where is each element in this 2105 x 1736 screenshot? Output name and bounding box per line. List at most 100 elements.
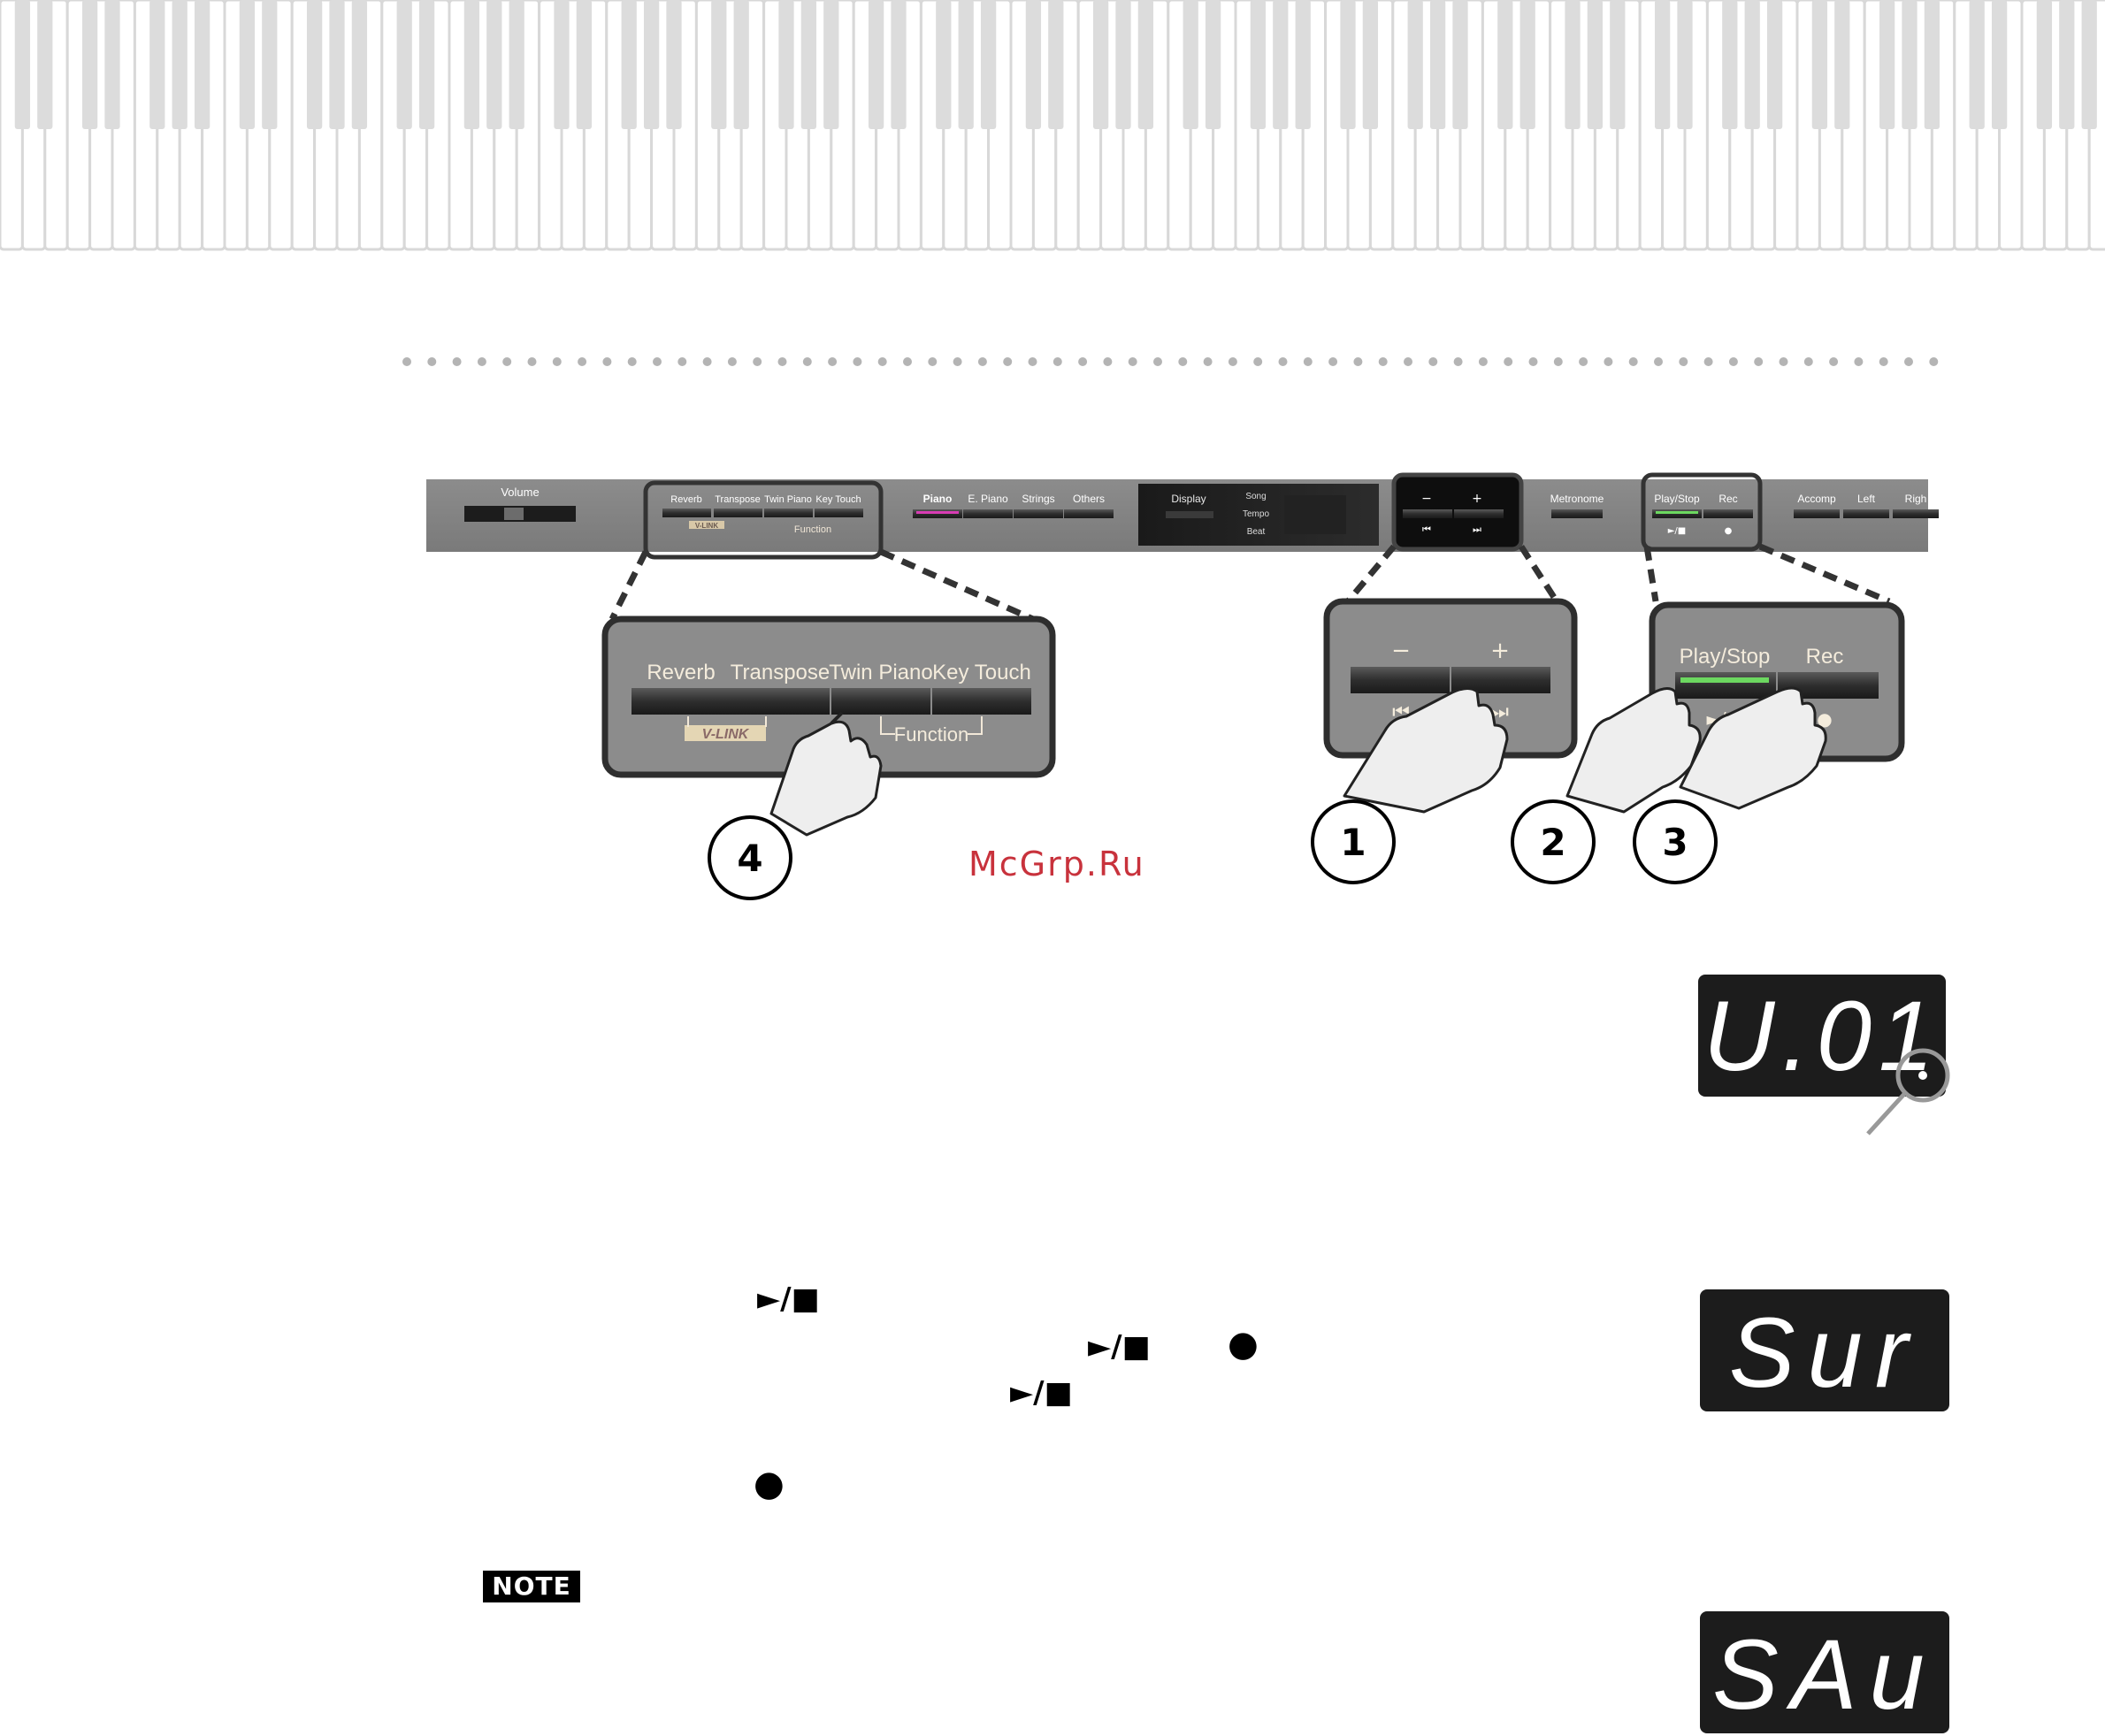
zoom-box-right: Play/Stop Rec ►/■ ● bbox=[1649, 601, 1905, 762]
black-key bbox=[1654, 0, 1671, 129]
black-key bbox=[1879, 0, 1895, 129]
panel-rec-button[interactable] bbox=[1703, 509, 1753, 518]
black-key bbox=[463, 0, 480, 129]
black-key bbox=[554, 0, 570, 129]
play-stop-symbol: ►/■ bbox=[1088, 1329, 1151, 1365]
tone-button[interactable] bbox=[963, 509, 1013, 518]
panel-button[interactable] bbox=[1893, 509, 1939, 518]
black-key bbox=[1497, 0, 1513, 129]
panel-function-label: Function bbox=[794, 524, 831, 535]
zoom-button-label: Transpose bbox=[731, 661, 831, 684]
tone-label: Strings bbox=[1022, 493, 1054, 505]
panel-play-stop-icon: ►/■ bbox=[1668, 526, 1687, 536]
piano-keyboard-header bbox=[0, 0, 2105, 251]
panel-label: Key Touch bbox=[815, 494, 861, 505]
panel-button[interactable] bbox=[815, 509, 863, 517]
black-key bbox=[149, 0, 165, 129]
panel-button[interactable] bbox=[1843, 509, 1889, 518]
step-number-2: 2 bbox=[1540, 821, 1565, 864]
note-badge: NOTE bbox=[483, 1571, 580, 1602]
panel-minus-button[interactable] bbox=[1403, 509, 1452, 518]
zoom-box-mid: − + ⏮ ⏭ bbox=[1323, 598, 1578, 759]
black-key bbox=[1092, 0, 1109, 129]
black-key bbox=[1273, 0, 1289, 129]
black-key bbox=[1115, 0, 1131, 129]
pointing-hands bbox=[769, 686, 1827, 837]
black-key bbox=[1250, 0, 1267, 129]
black-key bbox=[1677, 0, 1693, 129]
black-key bbox=[958, 0, 974, 129]
rec-symbol: ● bbox=[754, 1464, 785, 1504]
black-key bbox=[1834, 0, 1850, 129]
volume-label: Volume bbox=[501, 486, 539, 499]
panel-label: Transpose bbox=[715, 494, 761, 505]
panel-button[interactable] bbox=[1794, 509, 1840, 518]
panel-minus-label: − bbox=[1421, 492, 1432, 506]
zoom-minus-button[interactable] bbox=[1351, 667, 1450, 693]
tone-label: Others bbox=[1073, 493, 1105, 505]
tone-button[interactable] bbox=[1064, 509, 1114, 518]
black-key bbox=[172, 0, 188, 129]
black-key bbox=[2036, 0, 2053, 129]
led-display-2-text: Sur bbox=[1729, 1297, 1920, 1408]
panel-plus-button[interactable] bbox=[1454, 509, 1504, 518]
black-key bbox=[104, 0, 120, 129]
black-key bbox=[868, 0, 884, 129]
indicator-song: Song bbox=[1245, 492, 1266, 501]
zoom-button[interactable] bbox=[632, 688, 731, 715]
black-key bbox=[891, 0, 907, 129]
zoom-button[interactable] bbox=[932, 688, 1031, 715]
led-display-2: Sur bbox=[1700, 1289, 1949, 1411]
zoom-plus-label: + bbox=[1490, 638, 1510, 664]
panel-button[interactable] bbox=[662, 509, 711, 517]
zoom-button[interactable] bbox=[731, 688, 830, 715]
black-key bbox=[1565, 0, 1581, 129]
panel-display-label: Display bbox=[1171, 493, 1206, 505]
zoom-button-label: Reverb bbox=[647, 661, 715, 684]
zoom-connectors bbox=[609, 543, 1891, 623]
zoom-button-label: Key Touch bbox=[932, 661, 1031, 684]
zoom-minus-label: − bbox=[1391, 638, 1411, 664]
hand-icon bbox=[769, 720, 883, 837]
black-key bbox=[14, 0, 31, 129]
panel-play-stop-label: Play/Stop bbox=[1654, 493, 1700, 505]
black-key bbox=[1610, 0, 1626, 129]
panel-metronome-label: Metronome bbox=[1550, 493, 1604, 505]
black-key bbox=[1340, 0, 1356, 129]
black-key bbox=[1407, 0, 1423, 129]
zoom-button[interactable] bbox=[831, 688, 930, 715]
black-key bbox=[1362, 0, 1379, 129]
panel-plus-label: + bbox=[1472, 492, 1482, 506]
black-key bbox=[1295, 0, 1311, 129]
zoom-fwd-icon: ⏭ bbox=[1491, 701, 1509, 723]
black-key bbox=[262, 0, 278, 129]
black-key bbox=[800, 0, 817, 129]
hand-icon bbox=[1565, 687, 1702, 814]
black-key bbox=[1519, 0, 1535, 129]
black-key bbox=[1429, 0, 1446, 129]
black-key bbox=[306, 0, 323, 129]
panel-bwd-icon: ⏮ bbox=[1422, 524, 1431, 535]
led-display-3: SAu bbox=[1700, 1611, 1949, 1733]
black-key bbox=[1587, 0, 1604, 129]
panel-button[interactable] bbox=[764, 509, 813, 517]
black-key bbox=[396, 0, 412, 129]
panel-button[interactable] bbox=[714, 509, 762, 517]
tone-button[interactable] bbox=[1014, 509, 1063, 518]
panel-metronome-button[interactable] bbox=[1551, 509, 1603, 518]
black-key bbox=[643, 0, 660, 129]
black-key bbox=[2059, 0, 2075, 129]
black-key bbox=[486, 0, 502, 129]
led-display-1: U.01 bbox=[1698, 975, 1950, 1136]
black-key bbox=[509, 0, 524, 129]
tone-label: Piano bbox=[923, 493, 953, 505]
step-number-3: 3 bbox=[1662, 821, 1688, 864]
zoom-rec-icon: ● bbox=[1817, 708, 1832, 730]
black-key bbox=[351, 0, 368, 129]
black-key bbox=[1183, 0, 1198, 129]
zoom-play-stop-button[interactable] bbox=[1675, 672, 1776, 699]
magnifier-icon bbox=[1895, 1048, 1950, 1103]
play-stop-symbol: ►/■ bbox=[1010, 1375, 1073, 1411]
black-key bbox=[1205, 0, 1221, 129]
